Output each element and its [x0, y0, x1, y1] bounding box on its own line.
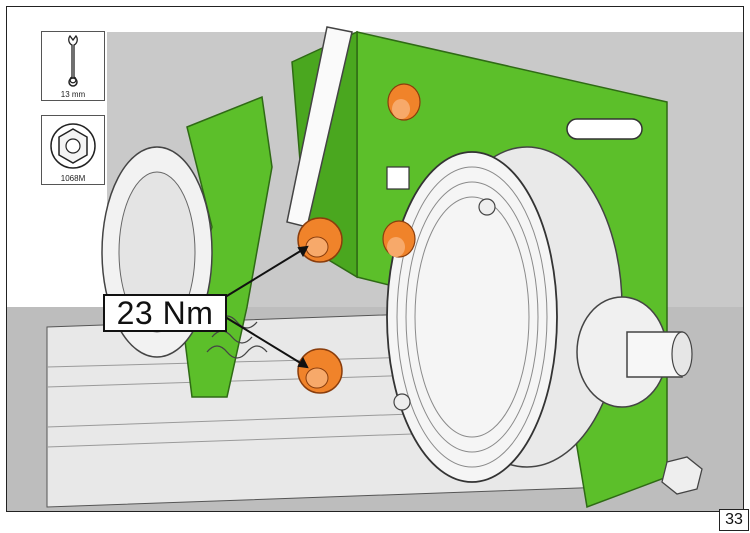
- bracket-slot: [566, 118, 643, 140]
- page-number: 33: [719, 509, 749, 531]
- assembly-illustration: [7, 26, 743, 511]
- drum-bolt: [393, 393, 411, 411]
- tool-box-wrench: 13 mm: [41, 31, 105, 101]
- orange-nut-lower-torque: [297, 348, 343, 394]
- torque-callout-leaders: [216, 245, 309, 369]
- wrench-size-label: 13 mm: [60, 90, 86, 99]
- orange-nut-mid-bracket: [382, 220, 416, 258]
- tool-box-nut: 1068M: [41, 115, 105, 185]
- orange-nut-upper-torque: [297, 217, 343, 263]
- hex-bolt-lower: [661, 456, 703, 495]
- nut-part-label: 1068M: [60, 174, 86, 183]
- illustration-frame: 13 mm 1068M 23 Nm: [6, 6, 744, 512]
- torque-value-label: 23 Nm: [103, 294, 227, 332]
- cable-drum: [386, 151, 558, 483]
- orange-nut-top-bracket: [387, 83, 421, 121]
- bracket-square-hole: [386, 166, 410, 190]
- flange-nut-icon: [50, 123, 96, 169]
- drum-bolt: [478, 198, 496, 216]
- wrench-icon: [68, 34, 78, 87]
